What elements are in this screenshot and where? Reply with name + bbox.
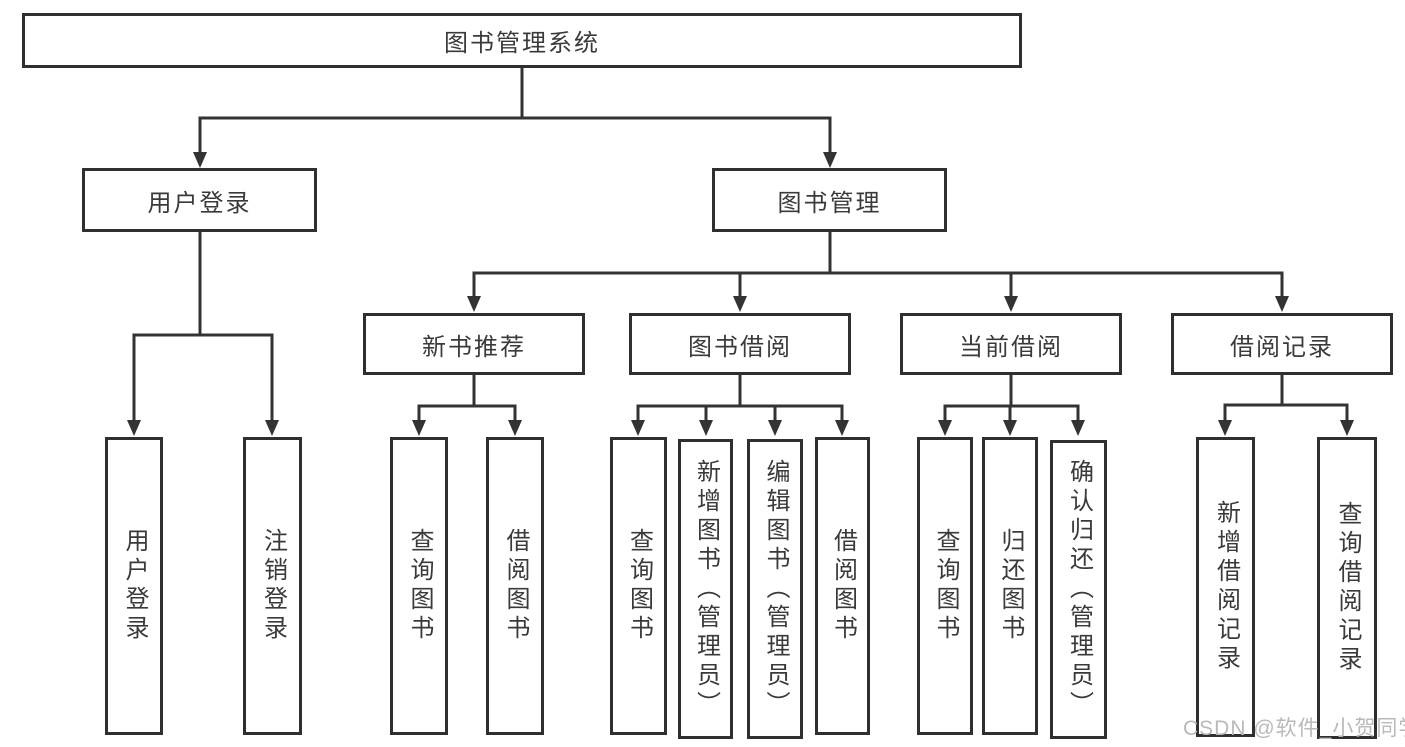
node-label: 用户登录 [147, 189, 252, 217]
leaf-label: 借阅图书 [829, 528, 857, 644]
leaf-label: 新增图书（管理员） [692, 458, 720, 720]
leaf-newbook-query-books: 查询图书 [390, 437, 448, 735]
node-label: 图书管理系统 [444, 30, 600, 57]
node-label: 借阅记录 [1230, 333, 1334, 361]
node-book-management: 图书管理 [712, 168, 947, 232]
leaf-borrow-add-books-admin: 新增图书（管理员） [678, 439, 733, 739]
leaf-label: 编辑图书（管理员） [762, 458, 789, 720]
leaf-user-login: 用户登录 [105, 437, 163, 735]
leaf-newbook-borrow-books: 借阅图书 [486, 437, 544, 735]
node-borrowing-records: 借阅记录 [1171, 313, 1393, 375]
node-current-borrowing: 当前借阅 [900, 313, 1122, 375]
leaf-label: 查询图书 [406, 528, 433, 644]
node-book-borrowing: 图书借阅 [629, 313, 851, 375]
node-user-login: 用户登录 [82, 168, 317, 232]
leaf-records-query-record: 查询借阅记录 [1317, 437, 1377, 739]
leaf-label: 借阅图书 [502, 528, 529, 644]
watermark: CSDN @软件_小贺同学 [1183, 717, 1405, 740]
node-label: 图书借阅 [688, 333, 792, 361]
leaf-borrow-query-books: 查询图书 [610, 437, 667, 735]
leaf-label: 查询图书 [932, 528, 959, 644]
node-label: 新书推荐 [422, 333, 526, 361]
leaf-borrow-edit-books-admin: 编辑图书（管理员） [747, 439, 803, 739]
node-label: 图书管理 [777, 189, 882, 217]
leaf-label: 查询图书 [625, 528, 653, 644]
node-new-book-recommend: 新书推荐 [363, 313, 585, 375]
node-label: 当前借阅 [959, 333, 1063, 361]
leaf-label: 确认归还（管理员） [1065, 459, 1093, 720]
leaf-label: 新增借阅记录 [1212, 500, 1240, 674]
leaf-current-query-books: 查询图书 [917, 437, 973, 735]
leaf-current-return-books: 归还图书 [982, 437, 1038, 735]
leaf-label: 归还图书 [997, 528, 1024, 644]
leaf-label: 注销登录 [259, 528, 287, 644]
leaf-current-confirm-return-admin: 确认归还（管理员） [1050, 440, 1107, 739]
leaf-records-add-record: 新增借阅记录 [1196, 437, 1255, 737]
leaf-logout: 注销登录 [243, 437, 302, 735]
node-root-book-management-system: 图书管理系统 [22, 13, 1022, 68]
leaf-borrow-borrow-books: 借阅图书 [815, 437, 870, 735]
leaf-label: 查询借阅记录 [1334, 501, 1361, 675]
leaf-label: 用户登录 [121, 528, 148, 644]
